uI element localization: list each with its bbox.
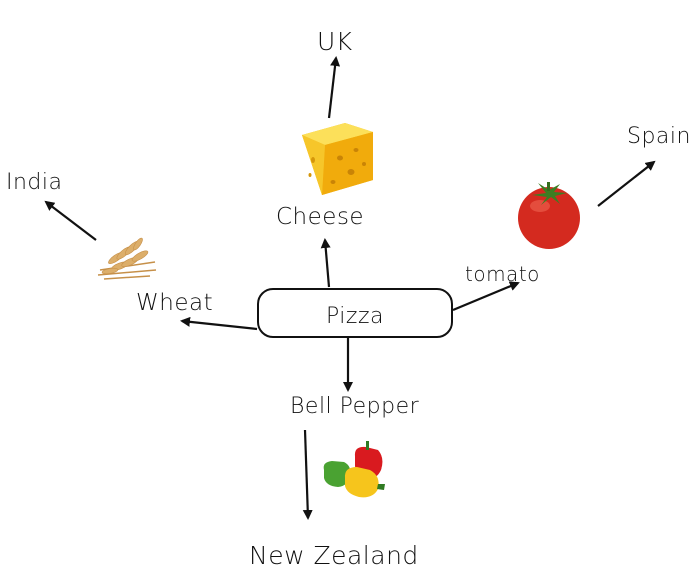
- wheat-label: Wheat: [136, 290, 214, 316]
- tomato-icon: [518, 182, 580, 249]
- bell-pepper-icon: [323, 441, 385, 498]
- wheat-icon: [97, 237, 157, 280]
- cheese-label: Cheese: [276, 204, 365, 230]
- arrow-wheat-to-india: [44, 200, 97, 241]
- new-zealand-label: New Zealand: [249, 541, 419, 570]
- uk-label: UK: [317, 27, 353, 56]
- pizza-node: Pizza: [257, 288, 453, 338]
- arrow-pizza-to-wheat: [180, 316, 258, 331]
- spain-label: Spain: [627, 124, 691, 149]
- india-label: India: [6, 170, 63, 195]
- arrow-bell-pepper-to-new-zealand: [302, 429, 313, 520]
- arrow-pizza-to-cheese: [320, 238, 331, 288]
- bell-pepper-label: Bell Pepper: [290, 394, 420, 419]
- arrow-cheese-to-uk: [327, 56, 341, 119]
- pizza-label: Pizza: [326, 304, 384, 329]
- cheese-icon: [302, 123, 373, 195]
- arrow-tomato-to-spain: [597, 160, 656, 207]
- tomato-label: tomato: [465, 262, 540, 286]
- arrow-pizza-to-tomato: [452, 281, 520, 312]
